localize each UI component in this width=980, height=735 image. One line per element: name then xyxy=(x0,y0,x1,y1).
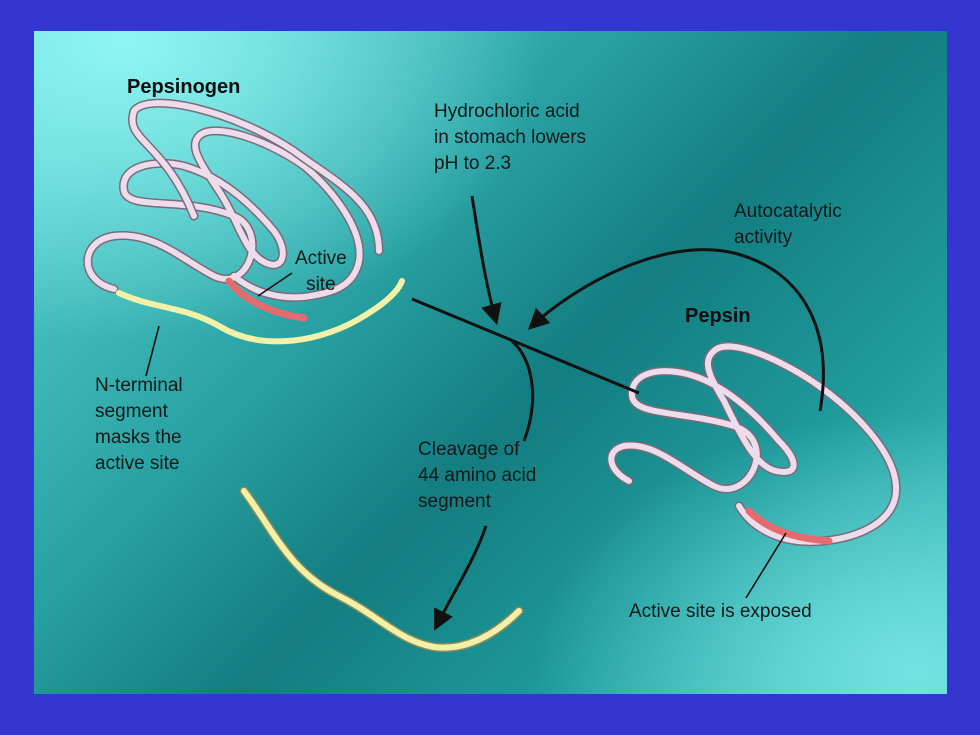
reaction-line xyxy=(411,297,640,395)
diagram-panel: Pepsinogen Pepsin Hydrochloric acid in s… xyxy=(34,31,947,694)
pepsinogen-title: Pepsinogen xyxy=(127,76,241,98)
cleavage-label: Cleavage of 44 amino acid segment xyxy=(418,439,537,512)
cleavage-arrow xyxy=(434,525,488,631)
pepsinogen-molecule xyxy=(83,98,405,345)
pepsinogen-loop-outline xyxy=(128,98,384,256)
pepsinogen-chain xyxy=(84,127,363,301)
n-terminal-leader xyxy=(145,325,160,377)
pepsin-title: Pepsin xyxy=(685,305,751,327)
active-site-leader xyxy=(257,272,293,297)
hcl-arrow xyxy=(470,195,502,326)
active-site-label: Active site xyxy=(295,248,347,295)
pepsinogen-loop xyxy=(129,100,382,254)
cleavage-curve xyxy=(510,339,535,442)
pepsin-chain xyxy=(608,343,900,545)
pepsin-activation-diagram xyxy=(83,98,901,653)
cleaved-segment xyxy=(241,488,522,651)
autocatalytic-label: Autocatalytic activity xyxy=(734,201,842,248)
n-terminal-label: N-terminal segment masks the active site xyxy=(95,375,183,474)
n-terminal-segment-attached xyxy=(116,278,405,345)
active-exposed-leader xyxy=(745,532,787,599)
autocatalytic-arrow xyxy=(527,248,825,412)
pepsinogen-active-site xyxy=(225,277,308,322)
active-site-exposed-label: Active site is exposed xyxy=(629,601,812,622)
hydrochloric-acid-label: Hydrochloric acid in stomach lowers pH t… xyxy=(434,101,587,174)
pepsin-molecule xyxy=(607,342,901,547)
